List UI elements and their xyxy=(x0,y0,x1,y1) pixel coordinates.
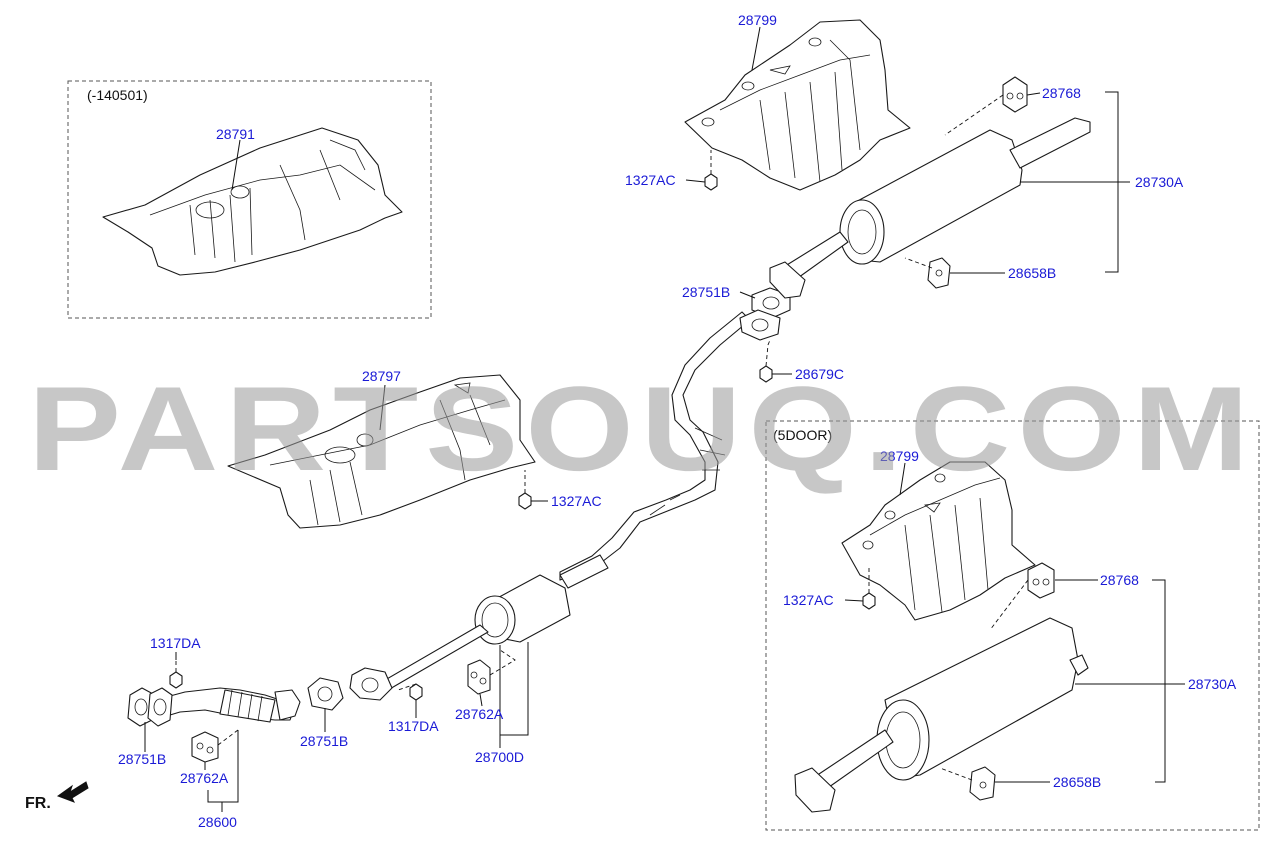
center-exhaust-pipe xyxy=(559,311,751,581)
bracket-28600 xyxy=(207,730,239,803)
hanger-28768-5door xyxy=(1027,562,1055,599)
label-28799-5door[interactable]: 28799 xyxy=(880,448,919,464)
label-28762a-left[interactable]: 28762A xyxy=(180,770,229,786)
front-arrow-icon xyxy=(56,781,89,803)
gasket-28751b-left xyxy=(127,687,173,727)
dash-28768-top xyxy=(944,94,1004,136)
hanger-28768-top xyxy=(1002,76,1028,113)
leader-28791 xyxy=(231,139,241,191)
center-muffler-28700d xyxy=(379,554,609,691)
heat-shield-28799-5door xyxy=(841,461,1036,621)
label-28751b-left[interactable]: 28751B xyxy=(118,751,166,767)
nut-1317da-center xyxy=(409,683,423,701)
leader-1327ac-5door xyxy=(844,599,864,602)
label-28730a-5door[interactable]: 28730A xyxy=(1188,676,1237,692)
watermark-text: PARTSOUQ.COM xyxy=(28,362,1256,496)
center-flange xyxy=(349,667,393,701)
label-28799-top[interactable]: 28799 xyxy=(738,12,777,28)
dash-28658b-5door xyxy=(939,767,973,781)
dash-1317da-center xyxy=(397,683,417,691)
label-28768-top[interactable]: 28768 xyxy=(1042,85,1081,101)
label-1327ac-5door[interactable]: 1327AC xyxy=(783,592,834,608)
dash-28762a-center xyxy=(489,649,516,676)
label-28600[interactable]: 28600 xyxy=(198,814,237,830)
label-28768-5door[interactable]: 28768 xyxy=(1100,572,1139,588)
gasket-28751b-mid xyxy=(739,287,791,341)
front-pipe-28600 xyxy=(154,687,301,723)
rear-muffler-28730a-5door xyxy=(794,617,1089,813)
label-28658b-5door[interactable]: 28658B xyxy=(1053,774,1101,790)
label-28730a-top[interactable]: 28730A xyxy=(1135,174,1184,190)
label-28751b-mid[interactable]: 28751B xyxy=(682,284,730,300)
leader-28762a-center xyxy=(479,693,483,707)
gasket-28751b-center xyxy=(307,677,344,711)
leader-1327ac-top xyxy=(685,179,706,183)
nut-1327ac-5door xyxy=(862,592,876,610)
label-28791[interactable]: 28791 xyxy=(216,126,255,142)
label-28797[interactable]: 28797 xyxy=(362,368,401,384)
nut-1327ac-top xyxy=(704,173,718,191)
leader-28799-top xyxy=(751,26,761,71)
bracket-28730a-5door xyxy=(1152,579,1166,783)
heat-shield-28791 xyxy=(102,127,403,276)
label-1327ac-mid[interactable]: 1327AC xyxy=(551,493,602,509)
hanger-28658b-top xyxy=(927,257,951,289)
group-label-5door: (5DOOR) xyxy=(773,427,832,443)
label-28700d[interactable]: 28700D xyxy=(475,749,524,765)
label-28679c[interactable]: 28679C xyxy=(795,366,844,382)
dash-28679c xyxy=(765,339,771,367)
group-label-prior: (-140501) xyxy=(87,87,148,103)
label-28762a-center[interactable]: 28762A xyxy=(455,706,504,722)
label-28751b-center[interactable]: 28751B xyxy=(300,733,348,749)
label-1317da-center[interactable]: 1317DA xyxy=(388,718,439,734)
leader-28751b-mid xyxy=(739,291,756,299)
hanger-28658b-5door xyxy=(969,766,996,801)
heat-shield-28799-top xyxy=(684,19,911,191)
leader-28768-top xyxy=(1026,92,1041,96)
hanger-28762a-left xyxy=(191,731,219,763)
label-1317da-left[interactable]: 1317DA xyxy=(150,635,201,651)
front-direction-label: FR. xyxy=(25,795,51,812)
dash-28658b-top xyxy=(904,257,933,269)
rear-muffler-28730a-top xyxy=(769,117,1091,299)
label-1327ac-top[interactable]: 1327AC xyxy=(625,172,676,188)
hanger-28762a-center xyxy=(467,659,491,695)
group-box-prior xyxy=(67,80,432,319)
dash-28762a-left xyxy=(217,729,239,746)
leader-28797 xyxy=(379,384,386,431)
nut-1317da-left xyxy=(169,671,183,689)
bracket-28700d xyxy=(499,642,529,736)
leader-28799-5door xyxy=(899,462,906,496)
dash-28768-5door xyxy=(989,579,1029,631)
label-28658b-top[interactable]: 28658B xyxy=(1008,265,1056,281)
heat-shield-28797 xyxy=(227,374,536,529)
group-box-5door xyxy=(765,420,1260,831)
